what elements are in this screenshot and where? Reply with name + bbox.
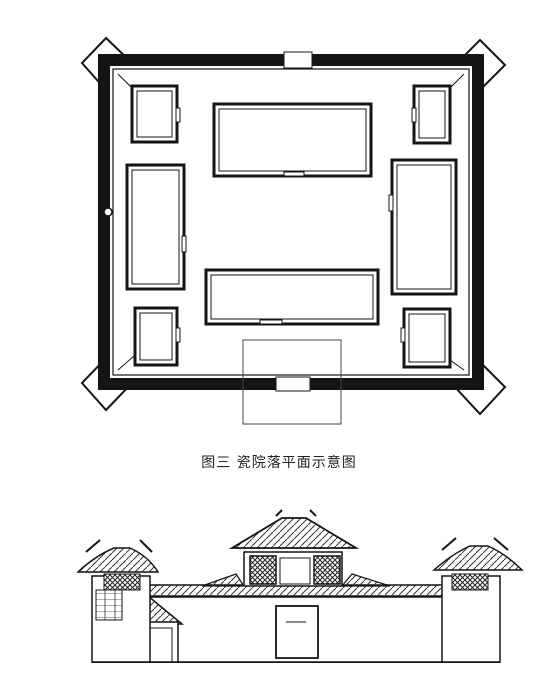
right-side-roof: [340, 573, 391, 587]
building-bottom-center: [204, 268, 380, 326]
building-top-right: [412, 84, 452, 145]
hall-window-left: [249, 555, 277, 585]
north-gate: [283, 51, 313, 69]
corner-connectors: [117, 73, 465, 371]
building-inner-lines: [131, 90, 452, 363]
hall-window-right: [313, 555, 341, 585]
building-top-left: [130, 84, 179, 144]
right-tower-roof: [432, 545, 524, 571]
left-tower-roof: [76, 547, 160, 573]
right-tower-window: [451, 573, 489, 591]
building-mid-right: [390, 158, 458, 296]
elevation-view: [76, 509, 524, 663]
center-doorway: [275, 605, 319, 659]
building-bottom-right: [402, 307, 452, 369]
building-top-center: [212, 102, 373, 178]
building-bottom-left: [133, 306, 179, 367]
plan-view: [80, 36, 507, 425]
hall-door: [279, 557, 311, 585]
central-hall-roof: [228, 517, 360, 549]
figure-caption: 图三 瓷院落平面示意图: [201, 455, 357, 471]
front-courtyard: [242, 339, 342, 425]
west-wall-mark: [103, 207, 113, 217]
building-mid-left: [125, 163, 186, 291]
wall-coping: [97, 584, 499, 598]
door-marks: [175, 107, 417, 343]
left-tower-window: [103, 573, 141, 591]
buildings: [125, 84, 458, 369]
left-side-roof: [201, 573, 246, 587]
inner-wall-line: [112, 68, 470, 376]
south-gate: [275, 376, 311, 392]
